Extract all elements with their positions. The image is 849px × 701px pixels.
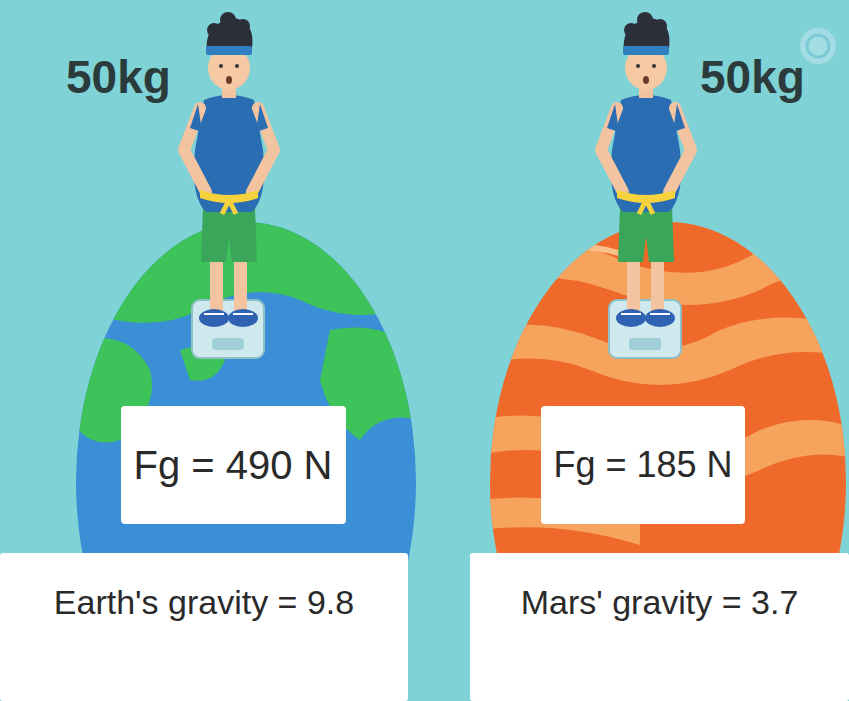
gravity-panel: Mars' gravity = 3.7 [470, 553, 849, 701]
force-box: Fg = 185 N [541, 406, 745, 524]
mars-bands [480, 242, 849, 545]
node-text: Fg = 490 N [133, 443, 332, 488]
mass-label: 50kg [700, 50, 805, 104]
node-text: Fg = 185 N [553, 444, 732, 486]
boy-figure [184, 12, 274, 358]
watermark-icon [800, 28, 836, 64]
force-box: Fg = 490 N [121, 406, 346, 524]
node-text: Mars' gravity = 3.7 [521, 583, 799, 622]
mass-label: 50kg [66, 50, 171, 104]
gravity-panel: Earth's gravity = 9.8 [0, 553, 408, 701]
node-text: Earth's gravity = 9.8 [54, 583, 354, 622]
boy-figure [601, 12, 691, 358]
